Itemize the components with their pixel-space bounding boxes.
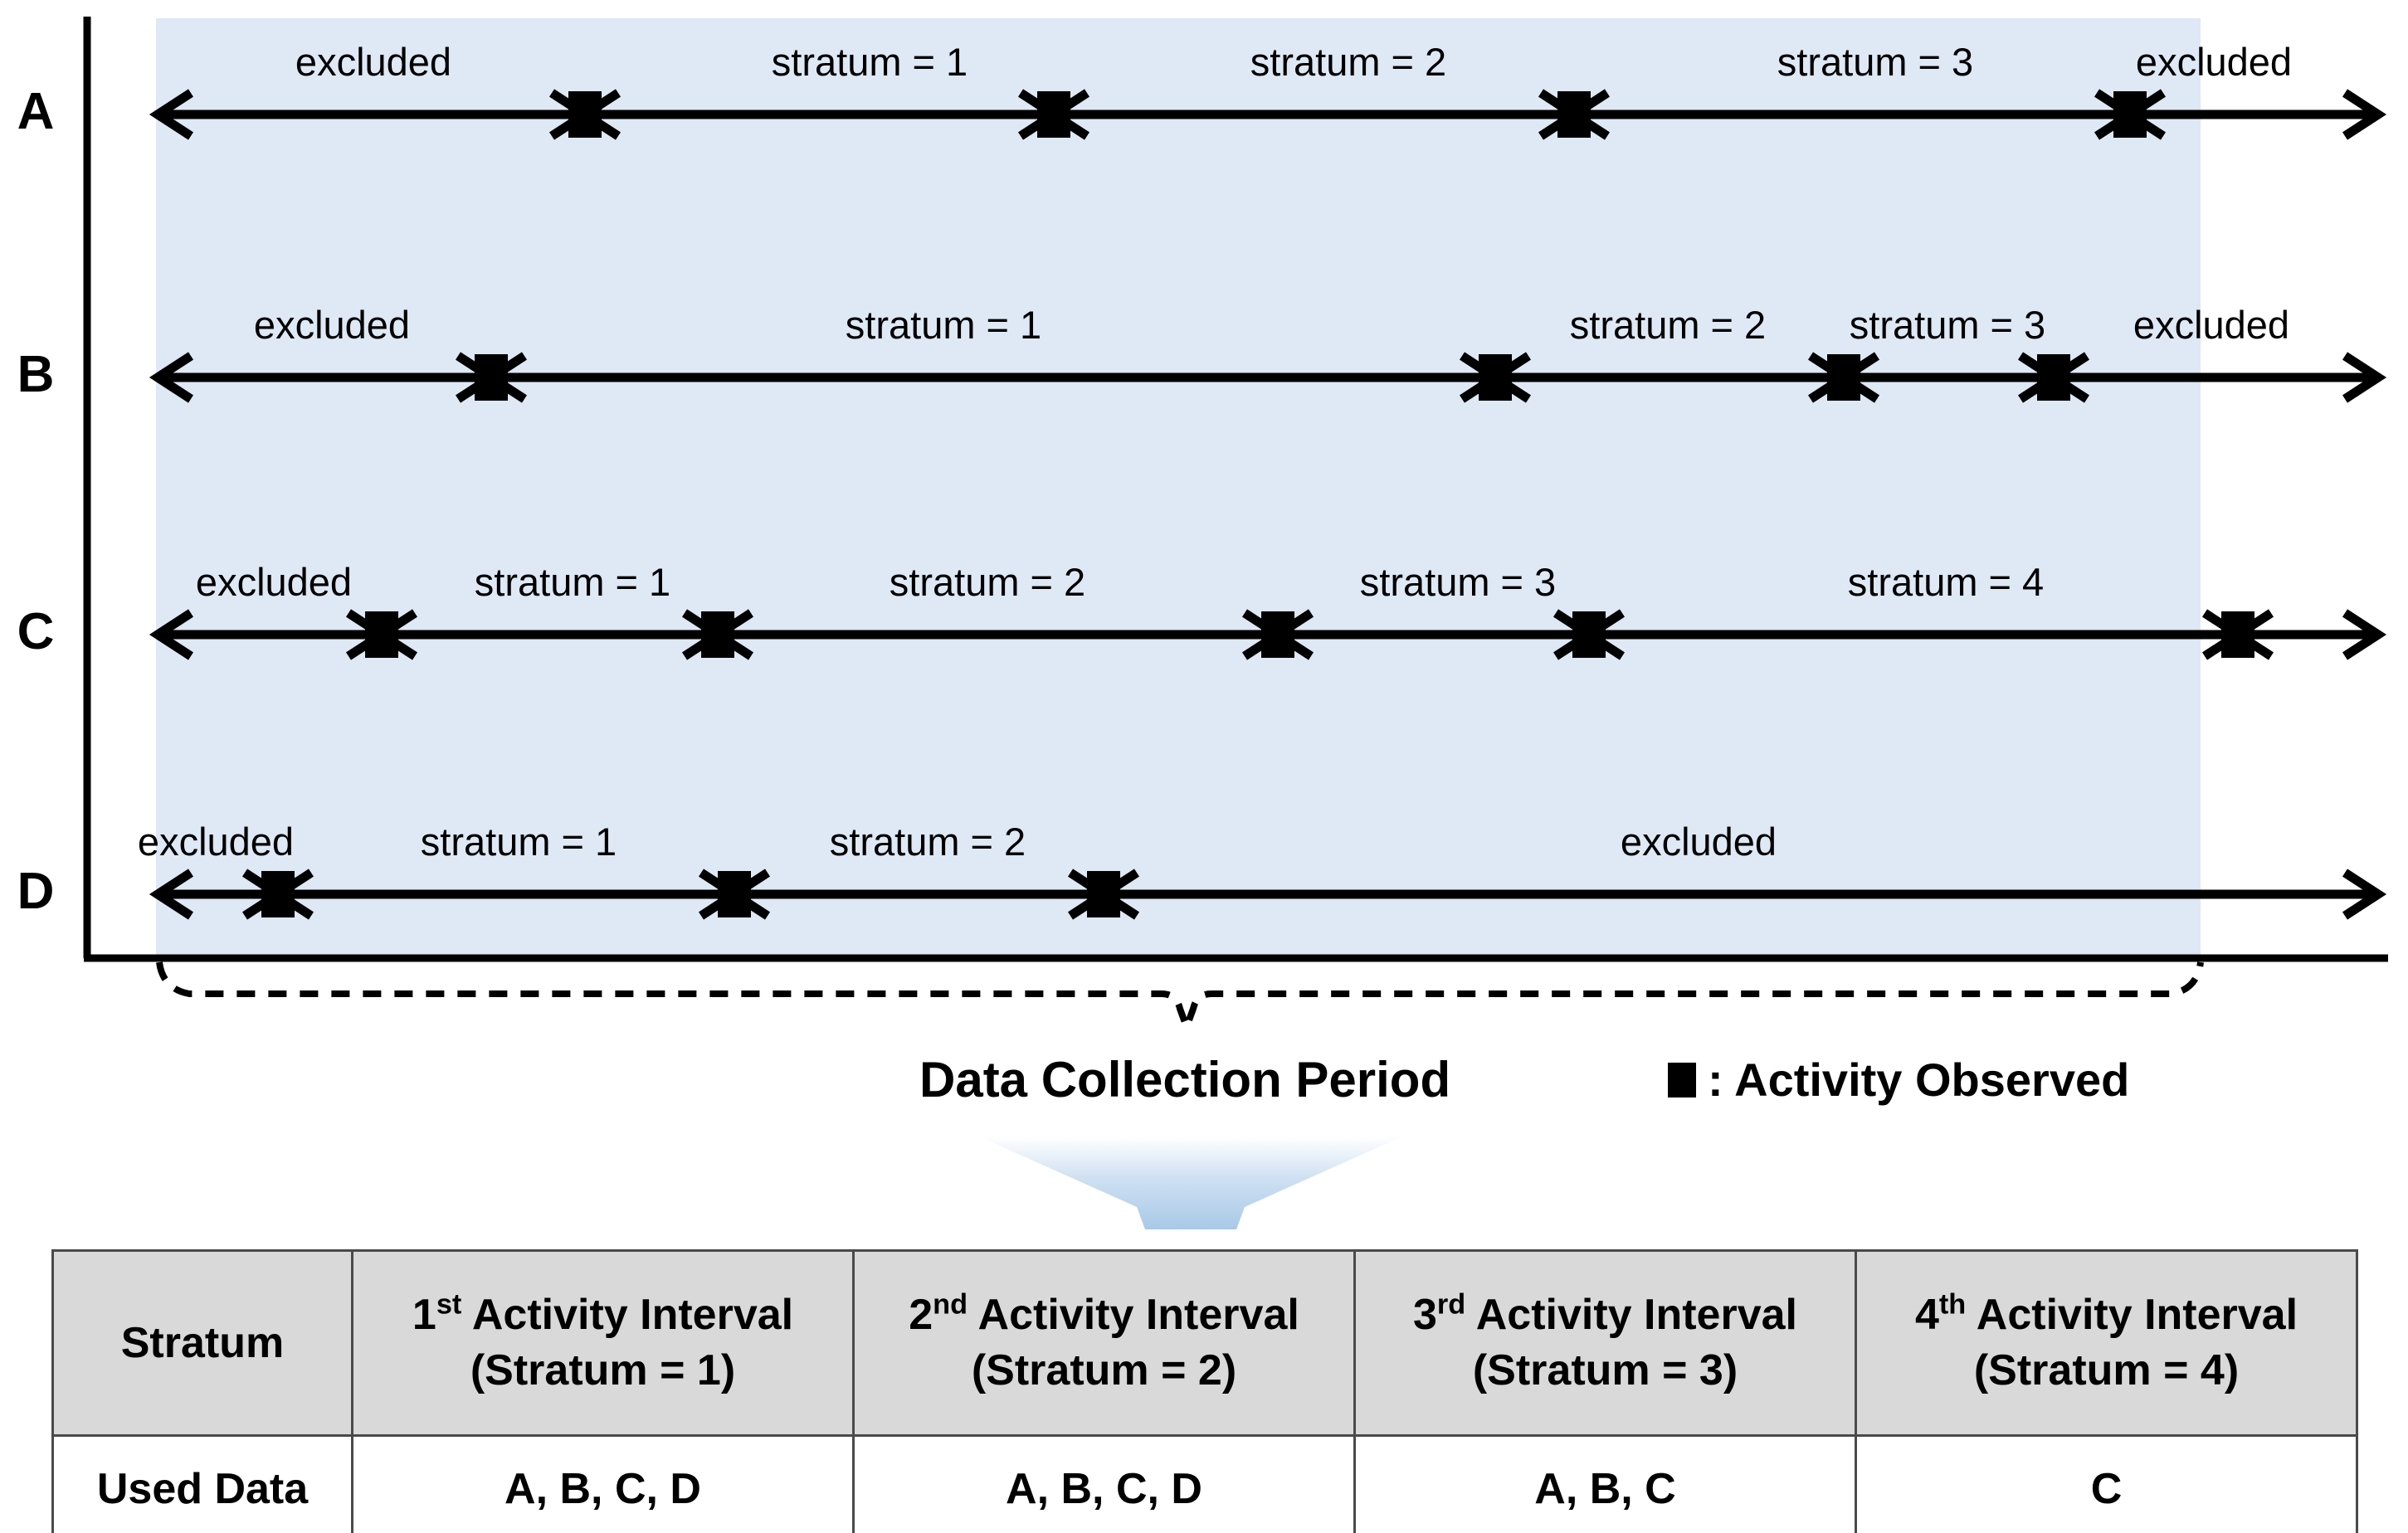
segment-label: excluded: [2133, 303, 2290, 347]
activity-marker: [1037, 91, 1070, 138]
segment-label: stratum = 4: [1847, 560, 2045, 604]
activity-marker: [261, 871, 295, 917]
activity-marker: [718, 871, 751, 917]
table-head: Stratum 1st Activity Interval (Stratum = 1…: [51, 1249, 2358, 1437]
segment-label: stratum = 2: [829, 820, 1026, 864]
timeline-diagram: [83, 17, 2388, 1229]
header-line-2: (Stratum = 2): [971, 1346, 1237, 1394]
header-line-2: (Stratum = 3): [1472, 1346, 1738, 1394]
segment-label: stratum = 1: [420, 820, 617, 864]
row-label-a: A: [17, 83, 55, 140]
row-label-d: D: [17, 863, 55, 920]
segment-label: stratum = 3: [1359, 560, 1557, 604]
activity-marker: [1557, 91, 1591, 138]
activity-marker: [2037, 354, 2070, 401]
header-line-2: (Stratum = 4): [1973, 1346, 2240, 1394]
segment-label: stratum = 2: [889, 560, 1086, 604]
activity-marker: [1087, 871, 1120, 917]
data-collection-band: [156, 18, 2201, 958]
table-cell-used-data-3: A, B, C: [1353, 1434, 1857, 1533]
used-data-table: Stratum 1st Activity Interval (Stratum = 1…: [51, 1249, 2358, 1533]
table-header-interval-3: 3rd Activity Interval (Stratum = 3): [1353, 1249, 1857, 1437]
timeline-row-d: [149, 869, 2387, 920]
segment-label: stratum = 2: [1569, 303, 1767, 347]
segment-label: excluded: [1620, 820, 1777, 864]
header-line-1: 1st Activity Interval: [412, 1289, 794, 1340]
segment-label: stratum = 3: [1777, 40, 1974, 84]
table-header-interval-1: 1st Activity Interval (Stratum = 1): [351, 1249, 855, 1437]
table-header-row: Stratum 1st Activity Interval (Stratum = 1…: [51, 1249, 2358, 1437]
table-header-interval-4: 4th Activity Interval (Stratum = 4): [1855, 1249, 2358, 1437]
legend-label: : Activity Observed: [1708, 1054, 2130, 1106]
table-cell-used-data-2: A, B, C, D: [852, 1434, 1356, 1533]
timeline-row-a: [149, 89, 2387, 140]
table-cell-used-data-4: C: [1855, 1434, 2358, 1533]
timeline-tracks: [149, 89, 2387, 920]
activity-marker: [475, 354, 508, 401]
header-line-2: (Stratum = 1): [470, 1346, 736, 1394]
activity-marker: [1572, 611, 1606, 658]
activity-marker: [568, 91, 602, 138]
activity-marker: [1827, 354, 1860, 401]
header-line-1: 2nd Activity Interval: [909, 1289, 1299, 1340]
table-header-stratum: Stratum: [51, 1249, 353, 1437]
timeline-row-b: [149, 352, 2387, 403]
activity-marker: [1261, 611, 1294, 658]
activity-marker: [2113, 91, 2147, 138]
activity-marker: [365, 611, 398, 658]
row-label-b: B: [17, 346, 55, 403]
legend: : Activity Observed: [1668, 1057, 2129, 1103]
header-line-1: 3rd Activity Interval: [1412, 1289, 1797, 1340]
table-row-label: Used Data: [51, 1434, 353, 1533]
segment-label: stratum = 2: [1250, 40, 1447, 84]
header-line-1: 4th Activity Interval: [1914, 1289, 2298, 1340]
funnel-arrow: [979, 1136, 1402, 1229]
timeline-row-c: [149, 609, 2387, 660]
activity-observed-icon: [1668, 1063, 1696, 1097]
activity-marker: [701, 611, 734, 658]
segment-label: stratum = 1: [771, 40, 968, 84]
segment-label: excluded: [253, 303, 411, 347]
segment-label: stratum = 1: [474, 560, 671, 604]
segment-label: excluded: [2135, 40, 2293, 84]
table-header-interval-2: 2nd Activity Interval (Stratum = 2): [852, 1249, 1356, 1437]
activity-marker: [2221, 611, 2254, 658]
segment-label: stratum = 3: [1849, 303, 2046, 347]
data-collection-brace: [156, 961, 2204, 1037]
row-label-c: C: [17, 603, 55, 660]
segment-label: excluded: [295, 40, 452, 84]
table-cell-used-data-1: A, B, C, D: [351, 1434, 855, 1533]
segment-label: excluded: [137, 820, 295, 864]
segment-label: stratum = 1: [845, 303, 1042, 347]
segment-label: excluded: [195, 560, 353, 604]
activity-marker: [1479, 354, 1512, 401]
data-collection-caption: Data Collection Period: [919, 1052, 1451, 1107]
